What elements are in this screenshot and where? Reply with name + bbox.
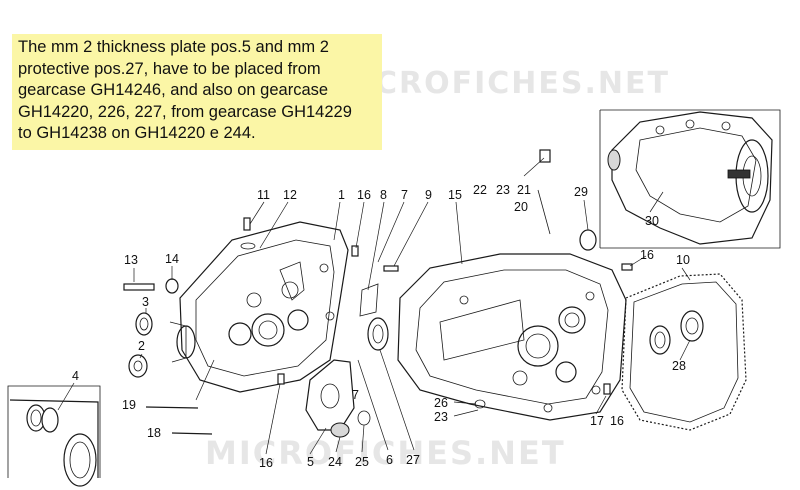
- part-label-8: 8: [380, 188, 387, 202]
- part-label-23: 23: [434, 410, 448, 424]
- part-label-25: 25: [355, 455, 369, 469]
- pin-16d: [603, 383, 611, 395]
- assembled-gearbox-inset: [599, 109, 781, 249]
- note-line-5: to GH14238 on GH14220 e 244.: [18, 124, 256, 142]
- screw-19: [145, 406, 199, 409]
- part-label-26: 26: [434, 396, 448, 410]
- washer-26: [474, 399, 486, 409]
- plate-5: [305, 359, 355, 431]
- leader-lines: [133, 157, 691, 455]
- left-gearcase-half: [169, 221, 349, 393]
- part-label-14: 14: [165, 252, 179, 266]
- part-label-16: 16: [610, 414, 624, 428]
- part-label-22: 22: [473, 183, 487, 197]
- part-label-7: 7: [401, 188, 408, 202]
- screw-9: [383, 265, 399, 272]
- note-line-4: GH14220, 226, 227, from gearcase GH14229: [18, 102, 352, 121]
- assembly-note: The mm 2 thickness plate pos.5 and mm 2 …: [12, 34, 382, 150]
- bearing-2: [128, 354, 148, 378]
- gasket-8: [359, 283, 379, 317]
- bushing-29: [579, 229, 597, 251]
- part-label-16: 16: [640, 248, 654, 262]
- pin-16b: [621, 263, 633, 271]
- breather-11: [240, 217, 256, 250]
- part-label-9: 9: [425, 188, 432, 202]
- part-label-1: 1: [338, 188, 345, 202]
- part-label-23: 23: [496, 183, 510, 197]
- seal-3: [135, 312, 153, 336]
- part-label-12: 12: [283, 188, 297, 202]
- watermark-bottom: MICROFICHES.NET: [205, 434, 566, 472]
- washer-14: [165, 278, 179, 294]
- part-label-4: 4: [72, 369, 79, 383]
- part-label-16: 16: [357, 188, 371, 202]
- pin-16a: [351, 245, 359, 257]
- part-label-24: 24: [328, 455, 342, 469]
- part-label-5: 5: [307, 455, 314, 469]
- washer-25: [357, 410, 371, 426]
- part-label-20: 20: [514, 200, 528, 214]
- gasket-10: [621, 273, 747, 431]
- plug-22: [539, 149, 551, 163]
- part-label-18: 18: [147, 426, 161, 440]
- pin-16c: [277, 373, 285, 385]
- part-label-30: 30: [645, 214, 659, 228]
- protective-27: [367, 317, 389, 351]
- part-label-21: 21: [517, 183, 531, 197]
- part-label-27: 27: [406, 453, 420, 467]
- part-label-13: 13: [124, 253, 138, 267]
- plug-24: [330, 422, 350, 438]
- part-label-6: 6: [386, 453, 393, 467]
- part-label-2: 2: [138, 339, 145, 353]
- bearing-28: [649, 310, 704, 355]
- screw-18: [171, 432, 213, 435]
- note-line-2: protective pos.27, have to be placed fro…: [18, 59, 321, 78]
- part-label-16: 16: [259, 456, 273, 470]
- part-label-10: 10: [676, 253, 690, 267]
- center-gearcase: [397, 253, 627, 421]
- part-label-7: 7: [352, 388, 359, 402]
- part-label-29: 29: [574, 185, 588, 199]
- selector-rod-20: [537, 189, 551, 235]
- part-label-28: 28: [672, 359, 686, 373]
- watermark-top: MICROFICHES.NET: [330, 66, 670, 101]
- note-line-3: gearcase GH14246, and also on gearcase: [18, 81, 329, 99]
- part-label-3: 3: [142, 295, 149, 309]
- screw-13: [123, 283, 155, 291]
- part-label-11: 11: [257, 188, 270, 202]
- part-label-19: 19: [122, 398, 136, 412]
- part-label-17: 17: [590, 414, 604, 428]
- note-line-1: The mm 2 thickness plate pos.5 and mm 2: [18, 38, 329, 56]
- bearing-detail-inset: [7, 382, 101, 487]
- part-label-15: 15: [448, 188, 462, 202]
